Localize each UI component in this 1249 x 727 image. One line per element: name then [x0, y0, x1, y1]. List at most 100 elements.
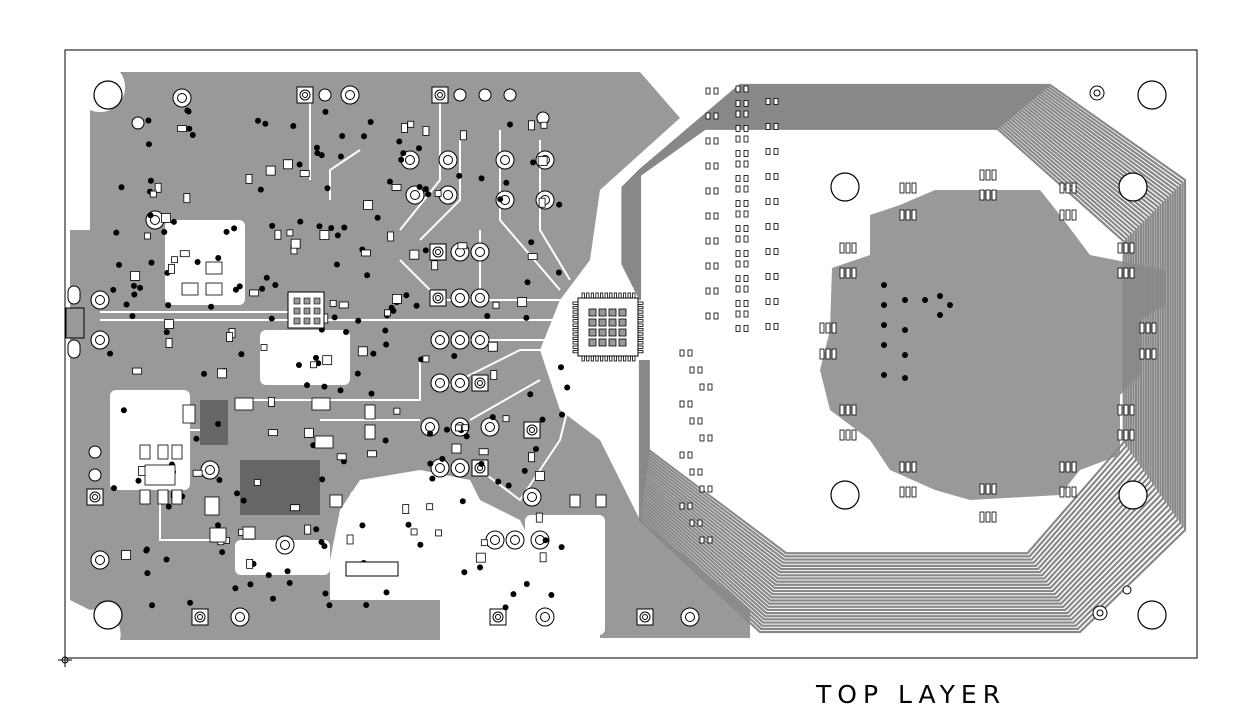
via [533, 445, 540, 452]
chip-pin [627, 292, 631, 299]
smd-pad [985, 511, 991, 523]
smd-pad [743, 225, 749, 232]
via [268, 315, 275, 322]
hole-drill [92, 494, 98, 500]
smd-pad [121, 550, 132, 560]
smd-pad [735, 260, 741, 268]
chip-pin [572, 332, 579, 336]
small-qfn-chip [287, 291, 325, 329]
smd-pad [157, 444, 169, 460]
chip-pin [572, 310, 579, 314]
smd-pad [773, 273, 779, 280]
via [339, 133, 346, 140]
smd-pad [475, 552, 486, 563]
smd-pad [527, 253, 538, 260]
smd-pad [773, 198, 779, 205]
smd-pad [713, 87, 719, 95]
chip-pin [572, 305, 579, 310]
smd-pad [845, 429, 851, 441]
smd-pad [242, 526, 256, 540]
hole-drill [205, 465, 215, 475]
chip-pin [637, 341, 644, 345]
smd-pad [735, 250, 741, 257]
smd-pad [451, 443, 462, 454]
chip-pin [637, 345, 644, 349]
chip-pin [637, 319, 644, 323]
smd-pad [322, 355, 333, 366]
smd-pad [851, 267, 857, 279]
smd-pad [303, 427, 314, 438]
via [403, 292, 410, 299]
chip-pin [604, 292, 608, 299]
via [201, 370, 208, 377]
smd-pad [699, 383, 705, 391]
via [215, 420, 222, 427]
hole-drill [642, 614, 648, 620]
via [259, 285, 266, 292]
via [137, 284, 144, 291]
smd-pad [735, 210, 741, 218]
smd-pad [1065, 486, 1071, 498]
smd-pad [1059, 182, 1065, 194]
via [459, 498, 466, 505]
smd-pad [905, 209, 911, 221]
hole-drill [500, 155, 510, 165]
smd-pad [1059, 209, 1065, 221]
via [223, 228, 230, 235]
smd-pad [310, 361, 317, 369]
chip-pin [590, 355, 595, 362]
center-pad [618, 318, 627, 327]
smd-pad [743, 175, 749, 182]
smd-pad [991, 511, 997, 523]
via [322, 590, 329, 597]
smd-pad [290, 238, 301, 249]
smd-pad [329, 299, 337, 307]
smd-pad [991, 169, 997, 181]
smd-pad [357, 346, 368, 357]
via [231, 225, 238, 232]
smd-pad [979, 511, 985, 523]
via [902, 352, 908, 358]
smd-pad [363, 200, 373, 210]
smd-pad [687, 349, 693, 357]
smd-pad [139, 489, 151, 505]
via [189, 132, 196, 139]
via [902, 375, 908, 381]
chip-pin [572, 323, 579, 327]
smd-pad [839, 267, 845, 279]
chip-pin [581, 355, 585, 362]
smd-pad [845, 404, 851, 416]
smd-pad [314, 435, 334, 449]
via [322, 108, 329, 115]
smd-pad [713, 287, 719, 295]
smd-pad [773, 323, 779, 330]
usb-connector [65, 285, 399, 577]
hole-drill [177, 93, 187, 103]
smd-pad [1117, 429, 1123, 441]
via [495, 478, 502, 485]
smd-pad [265, 165, 276, 176]
smd-pad [391, 184, 402, 191]
smd-pad [154, 182, 162, 193]
smd-pad [234, 397, 254, 411]
smd-pad [705, 187, 711, 195]
via [187, 599, 194, 606]
via [359, 522, 366, 529]
smd-pad [426, 503, 434, 511]
via [337, 153, 344, 160]
via [313, 526, 320, 533]
smd-pad [168, 263, 175, 274]
smd-pad [839, 429, 845, 441]
smd-pad [1145, 322, 1151, 334]
via [337, 387, 344, 394]
hole-drill [435, 378, 445, 388]
smd-pad [911, 209, 917, 221]
smd-pad [1065, 461, 1071, 473]
via [149, 602, 156, 609]
smd-pad [743, 110, 749, 118]
smd-pad [338, 301, 349, 309]
smd-pad [1117, 404, 1123, 416]
smd-pad [192, 469, 203, 477]
center-pad [588, 338, 597, 347]
smd-pad [304, 524, 312, 535]
